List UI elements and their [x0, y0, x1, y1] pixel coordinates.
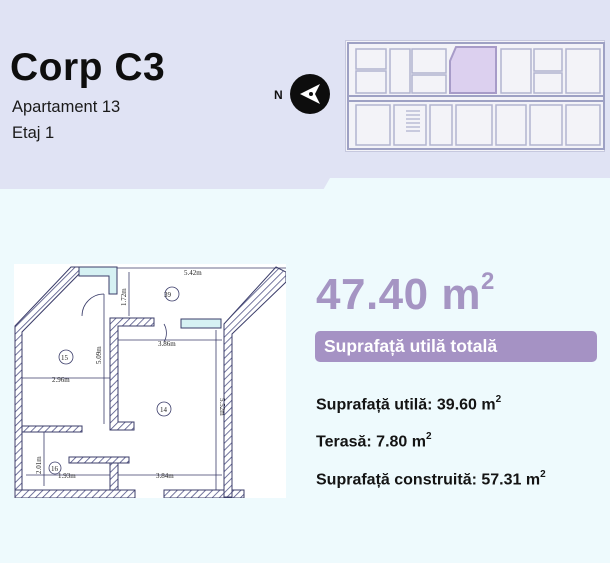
- stat-terrace-area: Terasă: 7.80 m2: [316, 431, 432, 451]
- total-area-badge: Suprafață utilă totală: [315, 331, 597, 362]
- north-label: N: [274, 88, 283, 102]
- key-plan: [345, 40, 605, 152]
- total-area-value: 47.40 m2: [316, 268, 495, 319]
- svg-text:3.86m: 3.86m: [158, 340, 176, 348]
- stat-usable-area: Suprafață utilă: 39.60 m2: [316, 394, 502, 414]
- room-15-label: 15: [61, 354, 69, 362]
- floor-label: Etaj 1: [12, 124, 55, 142]
- svg-text:1.93m: 1.93m: [58, 472, 76, 480]
- room-16-label: 16: [51, 465, 59, 473]
- compass: N: [274, 74, 334, 118]
- svg-text:5.09m: 5.09m: [95, 346, 103, 364]
- north-arrow-icon: [290, 74, 330, 114]
- svg-text:5.42m: 5.42m: [184, 269, 202, 277]
- stat-built-area: Suprafață construită: 57.31 m2: [316, 469, 546, 489]
- room-14-label: 14: [160, 406, 168, 414]
- floor-plan: 39 15 14 16 5.42m 3.86m 2.96m 1.93m 3.84…: [14, 264, 287, 499]
- svg-text:5.52m: 5.52m: [218, 398, 226, 416]
- svg-text:1.72m: 1.72m: [120, 288, 128, 306]
- building-title: Corp C3: [10, 46, 166, 89]
- svg-text:2.96m: 2.96m: [52, 376, 70, 384]
- room-39-label: 39: [164, 291, 172, 299]
- apartment-label: Apartament 13: [12, 98, 121, 116]
- svg-text:2.01m: 2.01m: [35, 456, 43, 474]
- panel-notch: [322, 178, 610, 192]
- svg-text:3.84m: 3.84m: [156, 472, 174, 480]
